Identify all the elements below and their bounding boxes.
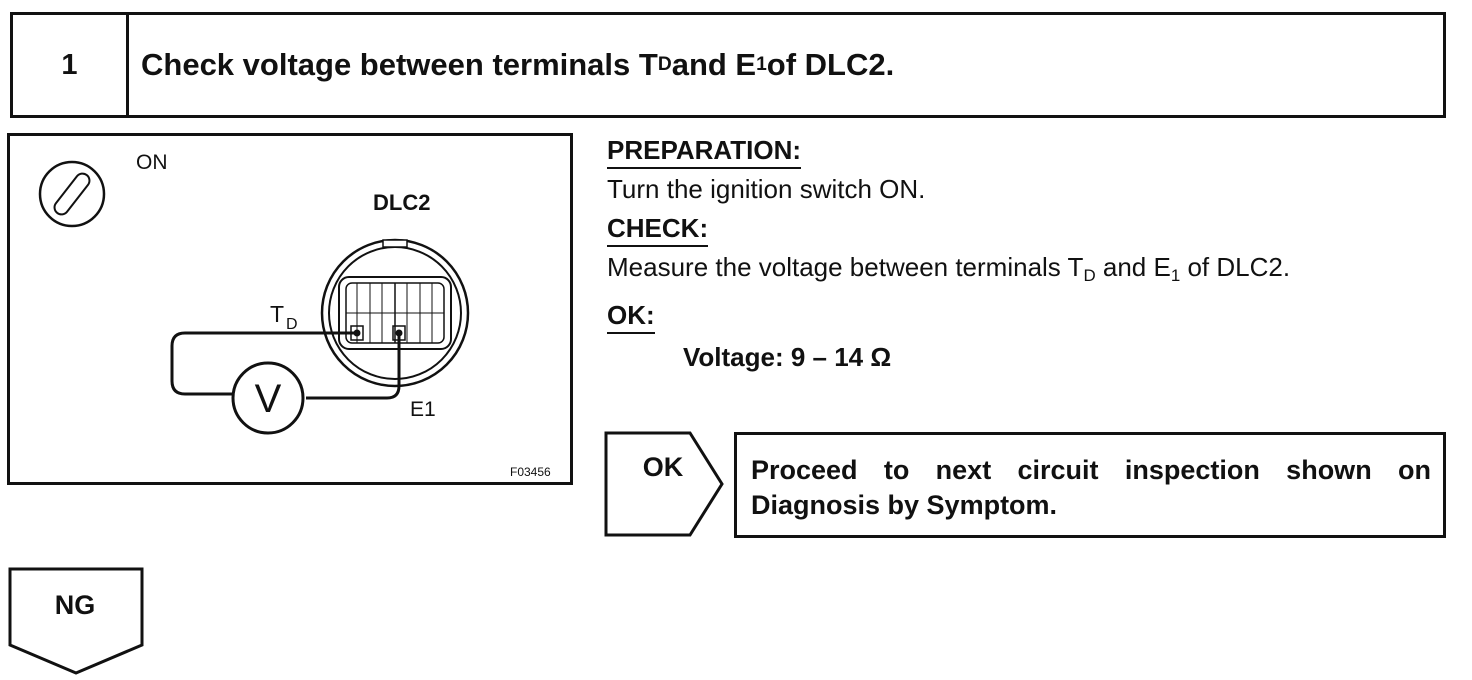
connector-label: DLC2 [373,190,430,215]
ignition-switch-icon [38,160,106,228]
figure-code: F03456 [510,465,551,479]
check-text: Measure the voltage between terminals TD… [607,248,1447,295]
step-title-part: and E [671,47,757,82]
e1-test-lead [306,333,401,400]
ng-arrow-icon [8,567,144,675]
ok-label: OK [642,452,684,482]
voltmeter-icon [231,361,305,435]
step-title-part: of DLC2. [766,47,895,82]
check-text-subscript: D [1083,266,1096,286]
switch-on-label: ON [136,151,168,174]
terminal-td-subscript: D [286,316,298,333]
check-text-part: of DLC2. [1180,252,1291,282]
check-heading: CHECK: [607,211,709,247]
voltage-spec: Voltage: 9 – 14 Ω [683,342,892,373]
check-text-subscript: 1 [1170,266,1181,286]
ok-arrow-icon [604,431,724,537]
wiring-illustration: ON DLC2 [7,133,573,485]
preparation-text: Turn the ignition switch ON. [607,174,926,204]
illustration-svg: ON DLC2 [38,151,551,479]
dlc2-connector-icon [320,238,470,388]
voltmeter-symbol: V [255,377,282,421]
instructions: PREPARATION: Turn the ignition switch ON… [607,130,1447,379]
check-text-part: Measure the voltage between terminals T [607,252,1084,282]
ok-heading: OK: [607,298,655,335]
ng-label: NG [54,590,96,620]
step-title-subscript: D [657,54,672,75]
preparation-heading: PREPARATION: [607,133,802,169]
check-text-part: and E [1095,252,1171,282]
step-title-subscript: 1 [756,54,767,75]
terminal-e1-label: E1 [410,398,436,421]
ok-result-box: Proceed to next circuit inspection shown… [734,432,1446,538]
td-test-lead [170,331,357,396]
step-title-part: Check voltage between terminals T [141,47,658,82]
step-number: 1 [13,15,129,115]
terminal-td-label: T [270,301,284,327]
